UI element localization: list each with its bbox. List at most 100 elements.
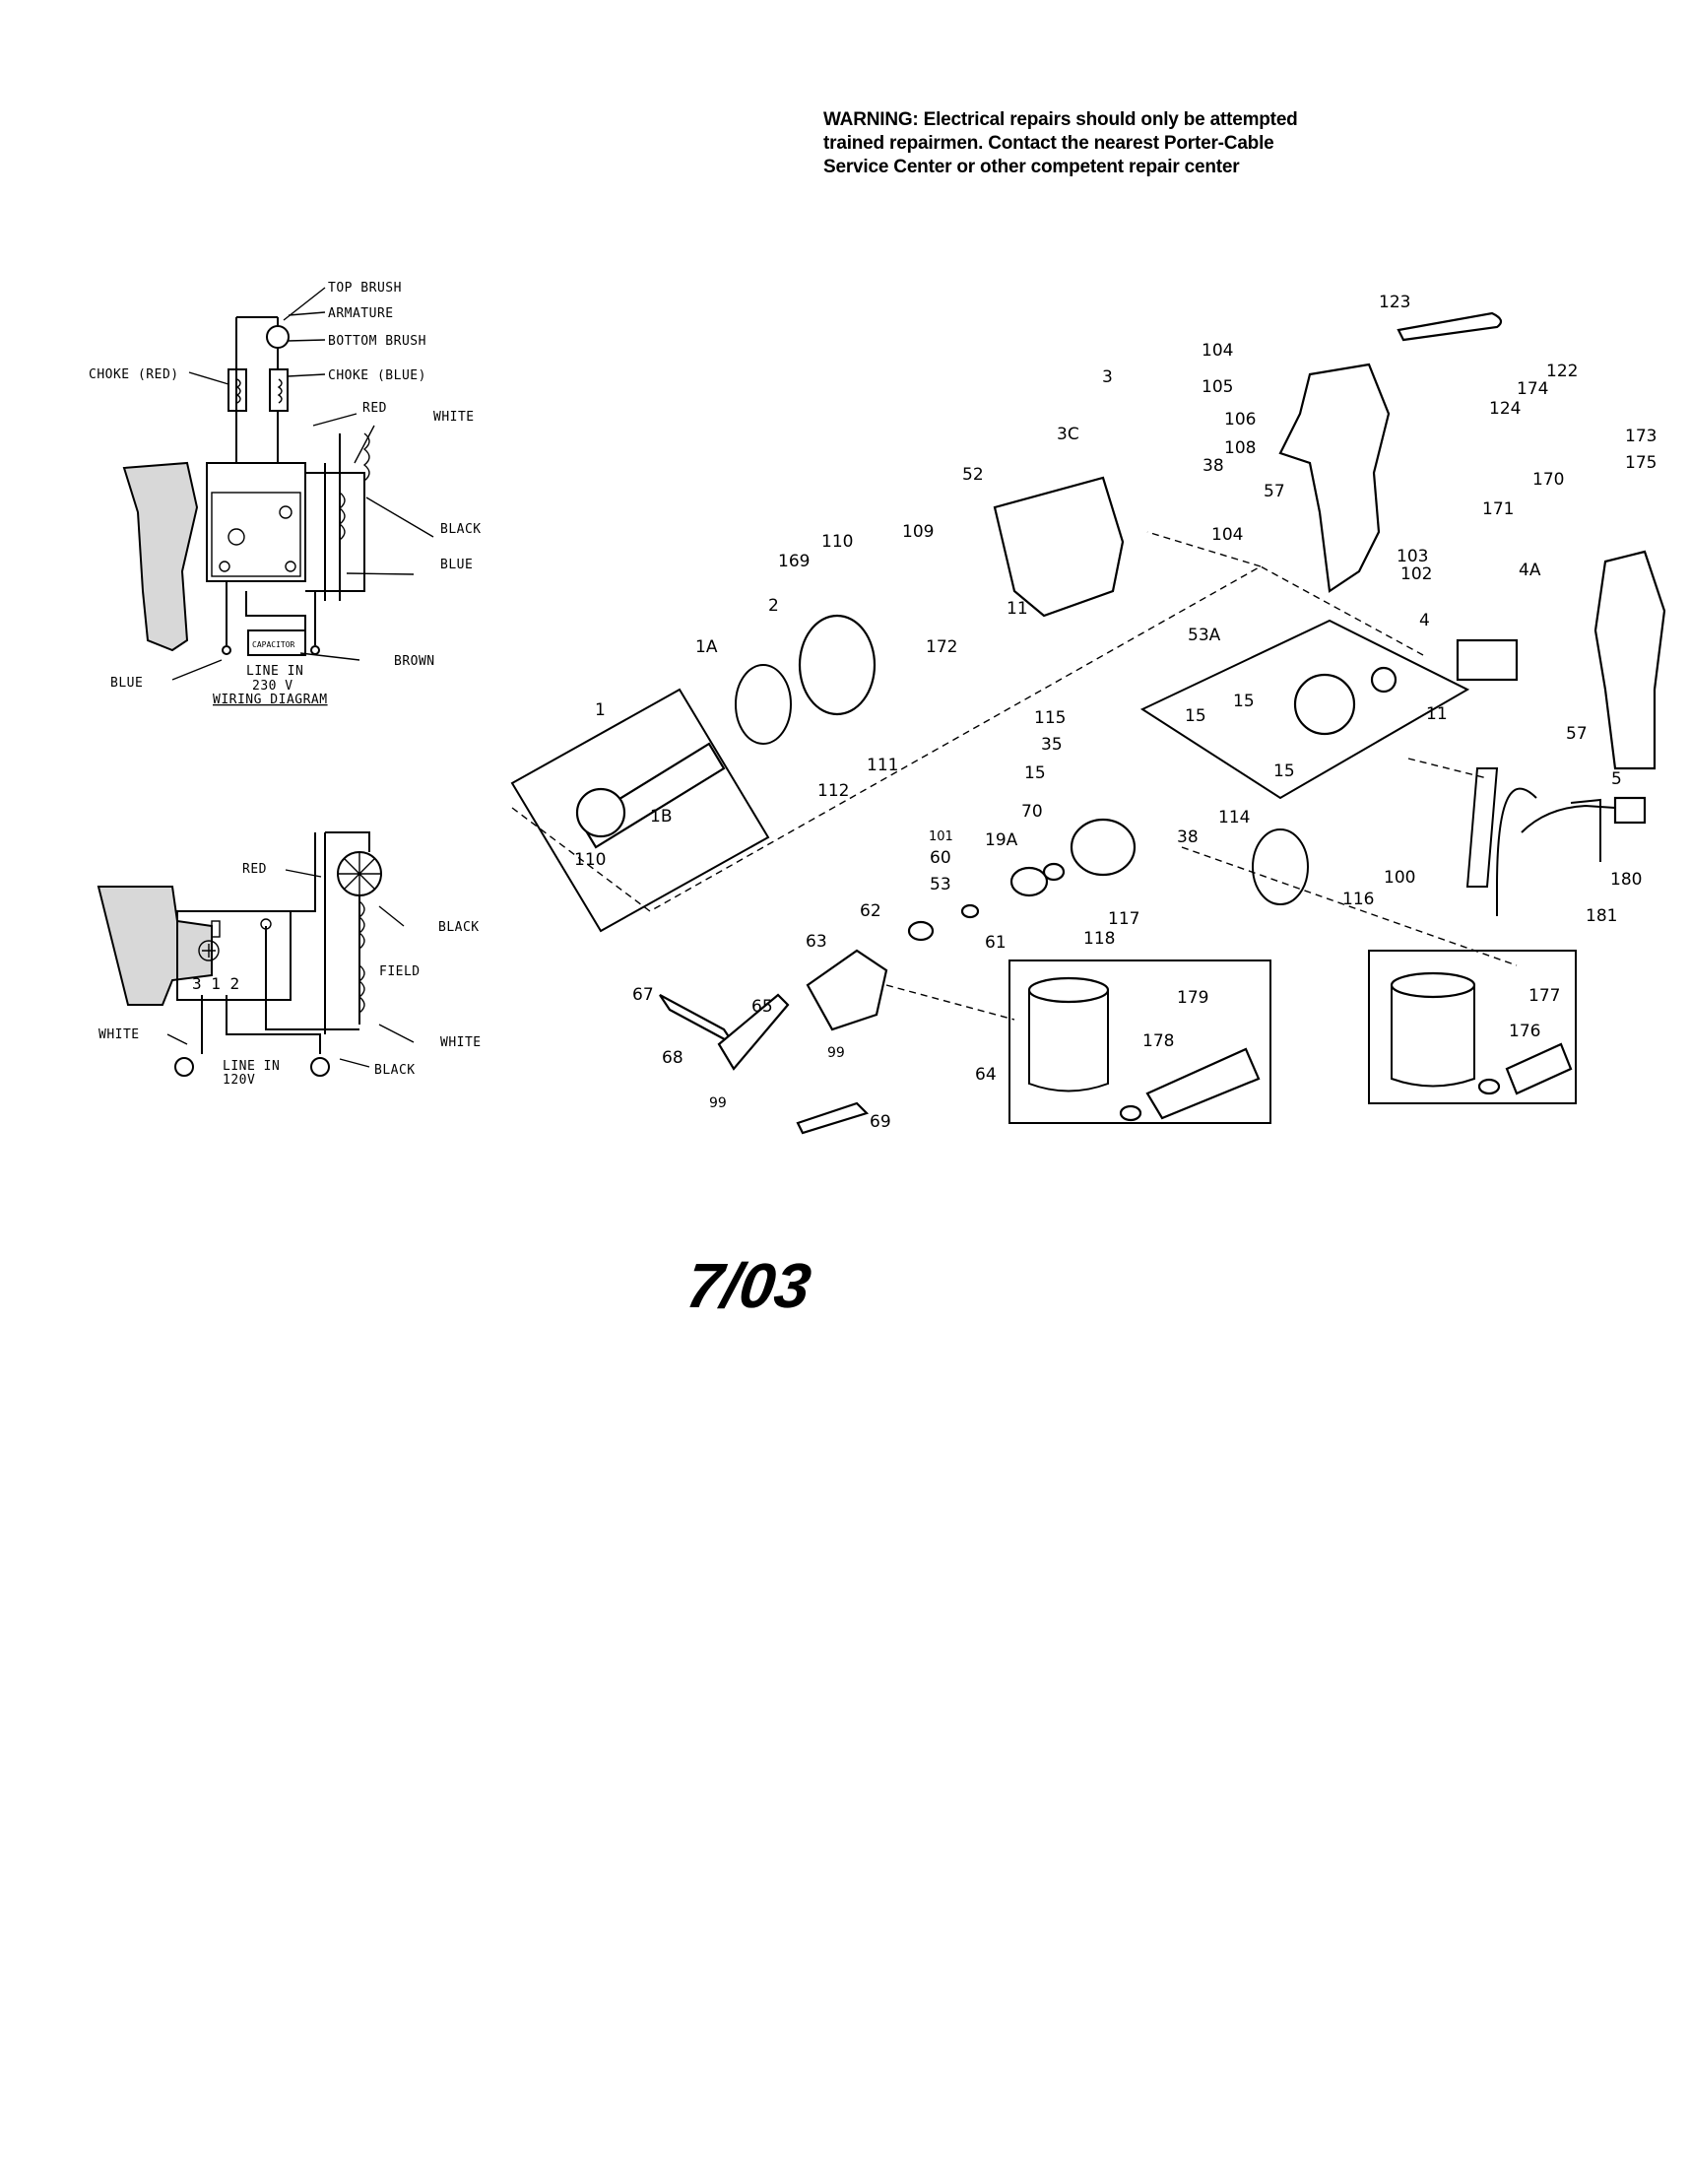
switch-body [206,462,306,582]
armature-symbol [266,325,290,349]
label-white: WHITE [433,410,475,425]
label-field: FIELD [379,964,421,979]
exploded-parts-view [510,311,1666,1135]
callout-4a: 4A [1519,561,1541,580]
callout-53a: 53A [1188,626,1221,645]
callout-178: 178 [1142,1031,1174,1051]
callout-122: 122 [1546,362,1578,381]
callout-172: 172 [926,637,957,657]
callout-15-a: 15 [1233,692,1255,711]
upper-blade-part [659,994,735,1045]
callout-118: 118 [1083,929,1115,949]
label-230v: 230 V [252,679,293,694]
shear-head-part [806,949,888,1031]
callout-60: 60 [930,848,951,868]
callout-15-b: 15 [1185,706,1206,726]
o-ring-part [1252,828,1309,905]
label-red: RED [362,401,387,416]
callout-63: 63 [806,932,827,952]
field-assembly [798,614,877,716]
label-white-right-120v: WHITE [440,1035,482,1050]
callout-19a: 19A [985,830,1018,850]
callout-169: 169 [778,552,810,571]
grease-kit-box-2 [1368,950,1577,1104]
callout-57-top: 57 [1264,482,1285,501]
ring-part [735,664,792,745]
callout-108: 108 [1224,438,1256,458]
warning-line-3: Service Center or other competent repair… [823,157,1240,177]
callout-100: 100 [1384,868,1415,888]
callout-104: 104 [1202,341,1233,361]
callout-181: 181 [1586,906,1617,926]
callout-3: 3 [1102,367,1113,387]
callout-61: 61 [985,933,1007,953]
callout-15-d: 15 [1024,763,1046,783]
callout-170: 170 [1532,470,1564,490]
label-line-in-120: LINE IN [223,1059,280,1074]
callout-175: 175 [1625,453,1657,473]
callout-38-top: 38 [1202,456,1224,476]
callout-1: 1 [595,700,606,720]
callout-171: 171 [1482,499,1514,519]
callout-104-lower: 104 [1211,525,1243,545]
callout-67: 67 [632,985,654,1005]
gear-case-part [1293,673,1356,736]
label-white-left-120v: WHITE [98,1027,140,1042]
label-blue-right: BLUE [440,558,473,572]
motor-housing-half [1278,363,1391,593]
callout-1b: 1B [650,807,672,827]
tool-handle-shape-120v [97,886,213,1006]
wiring-diagram-120v: 3 1 2 RED BLACK FIELD WHITE WHITE BLACK … [97,831,482,1088]
callout-179: 179 [1177,988,1208,1008]
commutator-fan [575,787,626,838]
callout-5: 5 [1611,769,1622,789]
warning-notice: WARNING: Electrical repairs should only … [823,108,1454,179]
switch-terminals: 3 1 2 [192,974,239,993]
label-capacitor: CAPACITOR [252,640,295,649]
callout-57-lower: 57 [1566,724,1588,744]
callout-115: 115 [1034,708,1066,728]
callout-123: 123 [1379,293,1410,312]
label-black-top-120v: BLACK [438,920,480,935]
callout-62: 62 [860,901,881,921]
power-cord [1465,767,1616,916]
label-bottom-brush: BOTTOM BRUSH [328,334,426,349]
grease-tube-2 [1505,1042,1573,1095]
callout-110-bottom: 110 [574,850,606,870]
callout-11-right: 11 [1426,704,1448,724]
label-blue-left: BLUE [110,676,143,691]
armature-group-box [510,688,770,933]
grease-can-2 [1390,971,1476,999]
tool-handle-shape [122,461,199,652]
capacitor-symbol [247,629,306,656]
callout-106: 106 [1224,410,1256,430]
label-choke-red: CHOKE (RED) [89,367,179,382]
part-callouts: 123 122 174 124 173 175 104 105 106 108 … [574,293,1657,1132]
callout-2: 2 [768,596,779,616]
grease-kit-box-1 [1008,960,1271,1124]
callout-102: 102 [1400,564,1432,584]
callout-3c: 3C [1057,425,1079,444]
warning-line-1: WARNING: Electrical repairs should only … [823,109,1298,130]
callout-64: 64 [975,1065,997,1085]
grease-tube-1 [1145,1047,1261,1120]
callout-180: 180 [1610,870,1642,890]
callout-53: 70 [1021,802,1043,822]
callout-117: 117 [1108,909,1139,929]
callout-109: 109 [902,522,934,542]
label-top-brush: TOP BRUSH [328,281,402,296]
label-choke-blue: CHOKE (BLUE) [328,368,426,383]
wiring-diagram-title: WIRING DIAGRAM [213,693,328,707]
callout-15-c: 15 [1273,761,1295,781]
callout-99-b: 99 [709,1095,727,1111]
callout-173: 173 [1625,427,1657,446]
gear-case-group-box [1139,619,1470,800]
callout-35: 35 [1041,735,1063,755]
callout-99-a: 99 [827,1045,845,1061]
switch-body-120v [176,910,292,1001]
callout-103: 103 [1397,547,1428,566]
callout-101: 101 [929,829,953,844]
grease-can-1 [1027,976,1110,1004]
callout-11-top: 11 [1007,599,1028,619]
gear-housing-part [1070,818,1137,877]
